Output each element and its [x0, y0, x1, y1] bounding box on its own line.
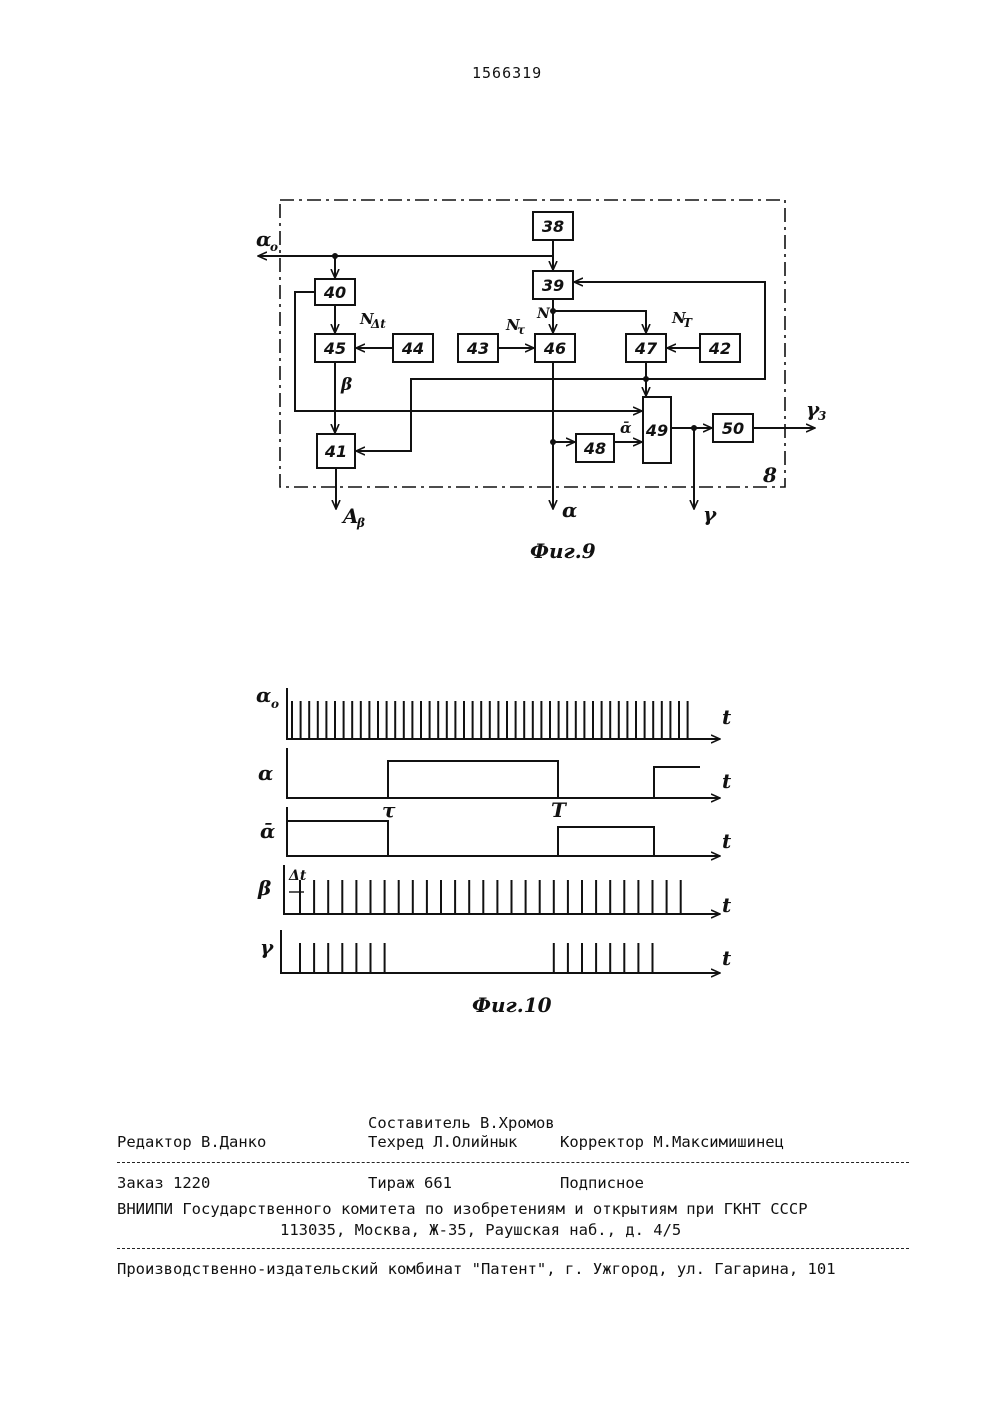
label-beta: β [340, 375, 352, 395]
divider-1 [117, 1162, 909, 1163]
block-diagram-fig9: 38 39 40 45 44 43 46 47 42 41 48 49 50 α… [0, 0, 1000, 600]
imprint-printer: Производственно-издательский комбинат "П… [117, 1260, 836, 1278]
T-label: T [551, 798, 568, 822]
fig10-caption: Фиг.10 [472, 993, 552, 1017]
block-label-40: 40 [323, 283, 346, 302]
block-label-42: 42 [708, 339, 731, 358]
block-label-50: 50 [722, 419, 744, 438]
label-n-t-sub: T [683, 316, 693, 330]
axis-gamma [281, 930, 720, 973]
imprint-composer: Составитель В.Хромов [368, 1114, 555, 1132]
label-n-tau-sub: τ [517, 323, 526, 337]
signal-label-beta: β [257, 876, 271, 900]
label-n-dt-sub: Δt [370, 317, 386, 331]
block-label-49: 49 [645, 421, 668, 440]
t-label-5: t [722, 946, 732, 970]
t-label-2: t [722, 769, 732, 793]
imprint-org-line2: 113035, Москва, Ж-35, Раушская наб., д. … [280, 1221, 681, 1239]
label-out-a-sub: β [356, 516, 365, 530]
fig9-caption: Фиг.9 [530, 539, 596, 563]
signal-label-gamma: γ [260, 935, 274, 959]
label-n: N [536, 306, 551, 322]
signal-label-alpha0: α [256, 683, 271, 707]
t-label-1: t [722, 705, 732, 729]
frame-label: 8 [762, 463, 777, 487]
label-out-gamma3-sub: 3 [818, 409, 826, 423]
t-label-3: t [722, 829, 732, 853]
wave-alpha [287, 761, 700, 798]
label-out-alpha: α [562, 498, 577, 522]
block-label-38: 38 [542, 217, 564, 236]
block-label-47: 47 [634, 339, 658, 358]
label-out-gamma: γ [703, 502, 717, 526]
axis-beta [284, 865, 720, 914]
timing-diagram-fig10: α o α ᾱ β γ t t t t t τ T Δt Фиг.10 [0, 660, 1000, 1060]
t-label-4: t [722, 893, 732, 917]
pulses-alpha0 [292, 701, 688, 739]
block-label-41: 41 [324, 442, 347, 461]
tau-label: τ [382, 798, 396, 822]
imprint-editor: Редактор В.Данко [117, 1133, 266, 1151]
signal-label-alpha0-sub: o [271, 697, 279, 711]
signal-label-alpha: α [258, 761, 273, 785]
label-out-a: A [341, 504, 359, 528]
imprint-subscription: Подписное [560, 1174, 644, 1192]
block-label-45: 45 [323, 339, 346, 358]
block-label-44: 44 [401, 339, 424, 358]
imprint-techred: Техред Л.Олийнык [368, 1133, 517, 1151]
label-alpha-bar: ᾱ [620, 419, 632, 437]
imprint-circulation: Тираж 661 [368, 1174, 452, 1192]
wave-alpha-bar [287, 821, 654, 856]
block-label-43: 43 [466, 339, 489, 358]
pulses-beta [300, 880, 681, 914]
signal-label-alpha-bar: ᾱ [260, 819, 275, 843]
axis-alpha-bar [287, 807, 720, 856]
pulses-gamma [300, 943, 653, 973]
imprint-org-line1: ВНИИПИ Государственного комитета по изоб… [117, 1200, 808, 1218]
block-label-46: 46 [543, 339, 566, 358]
imprint-corrector: Корректор М.Максимишинец [560, 1133, 784, 1151]
imprint-order: Заказ 1220 [117, 1174, 210, 1192]
block-label-39: 39 [542, 276, 564, 295]
axis-alpha [287, 748, 720, 798]
dt-label: Δt [288, 868, 307, 884]
divider-2 [117, 1248, 909, 1249]
label-alpha0-sub: o [270, 240, 278, 254]
block-label-48: 48 [583, 439, 606, 458]
